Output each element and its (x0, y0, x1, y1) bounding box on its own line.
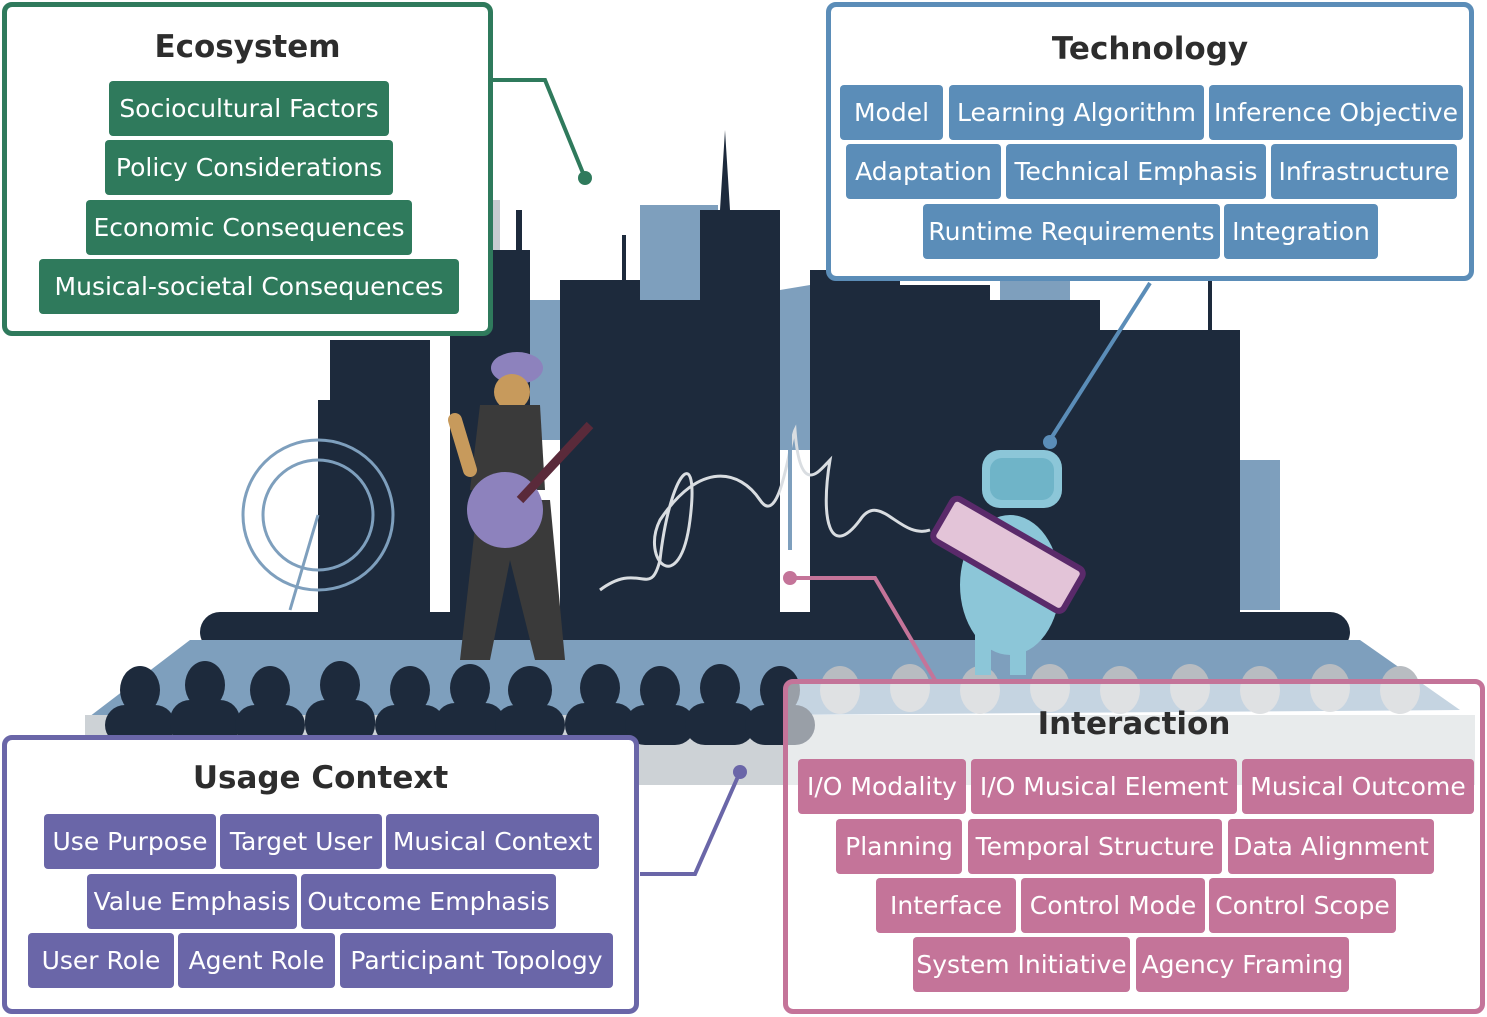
interaction-panel: Interaction I/O Modality I/O Musical Ele… (783, 679, 1485, 1014)
interaction-connector-dot (783, 571, 797, 585)
technology-tag: Inference Objective (1209, 85, 1463, 140)
technology-tag: Model (840, 85, 943, 140)
usage-context-tag: Use Purpose (44, 814, 216, 869)
interaction-tag: System Initiative (913, 937, 1130, 992)
technology-connector-dot (1043, 435, 1057, 449)
interaction-tag: Musical Outcome (1242, 759, 1474, 814)
usage-context-tag: Agent Role (178, 933, 335, 988)
connector-lines (492, 78, 1152, 876)
technology-tag: Technical Emphasis (1006, 144, 1266, 199)
interaction-tag: Control Mode (1021, 878, 1205, 933)
ecosystem-tag: Economic Consequences (86, 200, 412, 255)
usage-context-tag: Target User (220, 814, 382, 869)
interaction-tag: I/O Musical Element (971, 759, 1237, 814)
technology-tag: Runtime Requirements (923, 204, 1220, 259)
ecosystem-tag: Sociocultural Factors (109, 81, 389, 136)
ecosystem-tag: Musical-societal Consequences (39, 259, 459, 314)
usage-context-tag: Outcome Emphasis (301, 874, 556, 929)
ecosystem-tag: Policy Considerations (105, 140, 393, 195)
usage-context-panel: Usage Context Use Purpose Target User Mu… (2, 735, 639, 1014)
robot-figure (930, 450, 1086, 675)
audience (105, 661, 815, 745)
interaction-tag: I/O Modality (798, 759, 966, 814)
ecosystem-connector-dot (578, 171, 592, 185)
interaction-tag: Control Scope (1209, 878, 1396, 933)
usage-context-tag: Value Emphasis (87, 874, 297, 929)
interaction-tag: Temporal Structure (968, 819, 1222, 874)
usage-context-tag: Participant Topology (340, 933, 613, 988)
technology-tag: Integration (1224, 204, 1378, 259)
guitarist-figure (448, 352, 594, 660)
technology-tag: Adaptation (846, 144, 1001, 199)
interaction-tag: Agency Framing (1136, 937, 1349, 992)
ferris-wheel (241, 438, 395, 611)
ecosystem-title: Ecosystem (154, 29, 341, 65)
interaction-tag: Interface (876, 878, 1016, 933)
interaction-tag: Planning (836, 819, 962, 874)
technology-tag: Infrastructure (1271, 144, 1457, 199)
technology-tag: Learning Algorithm (949, 85, 1204, 140)
music-notes (599, 424, 931, 592)
technology-panel: Technology Model Learning Algorithm Infe… (826, 2, 1474, 281)
usage-connector-dot (733, 765, 747, 779)
interaction-title: Interaction (1037, 706, 1231, 742)
interaction-tag: Data Alignment (1228, 819, 1434, 874)
usage-context-tag: User Role (28, 933, 174, 988)
technology-title: Technology (1051, 31, 1249, 67)
usage-context-tag: Musical Context (386, 814, 599, 869)
ecosystem-panel: Ecosystem Sociocultural Factors Policy C… (2, 2, 493, 336)
usage-context-title: Usage Context (192, 760, 449, 796)
